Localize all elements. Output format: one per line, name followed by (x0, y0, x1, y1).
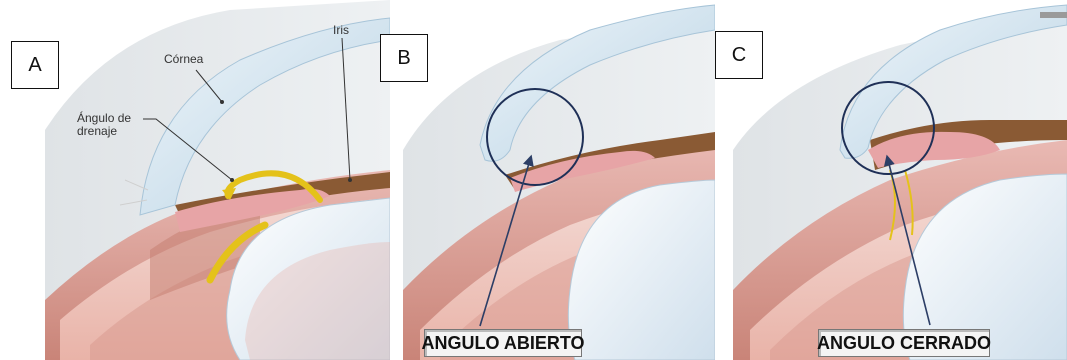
open-angle-label: ANGULO ABIERTO (424, 329, 582, 357)
panel-label-a: A (11, 41, 59, 89)
panel-label-b: B (380, 34, 428, 82)
panel-label-c: C (715, 31, 763, 79)
iris-annotation: Iris (333, 24, 349, 37)
closed-angle-label: ANGULO CERRADO (818, 329, 990, 357)
drainage-angle-line2: drenaje (77, 125, 131, 138)
drainage-angle-annotation: Ángulo de drenaje (77, 112, 131, 138)
